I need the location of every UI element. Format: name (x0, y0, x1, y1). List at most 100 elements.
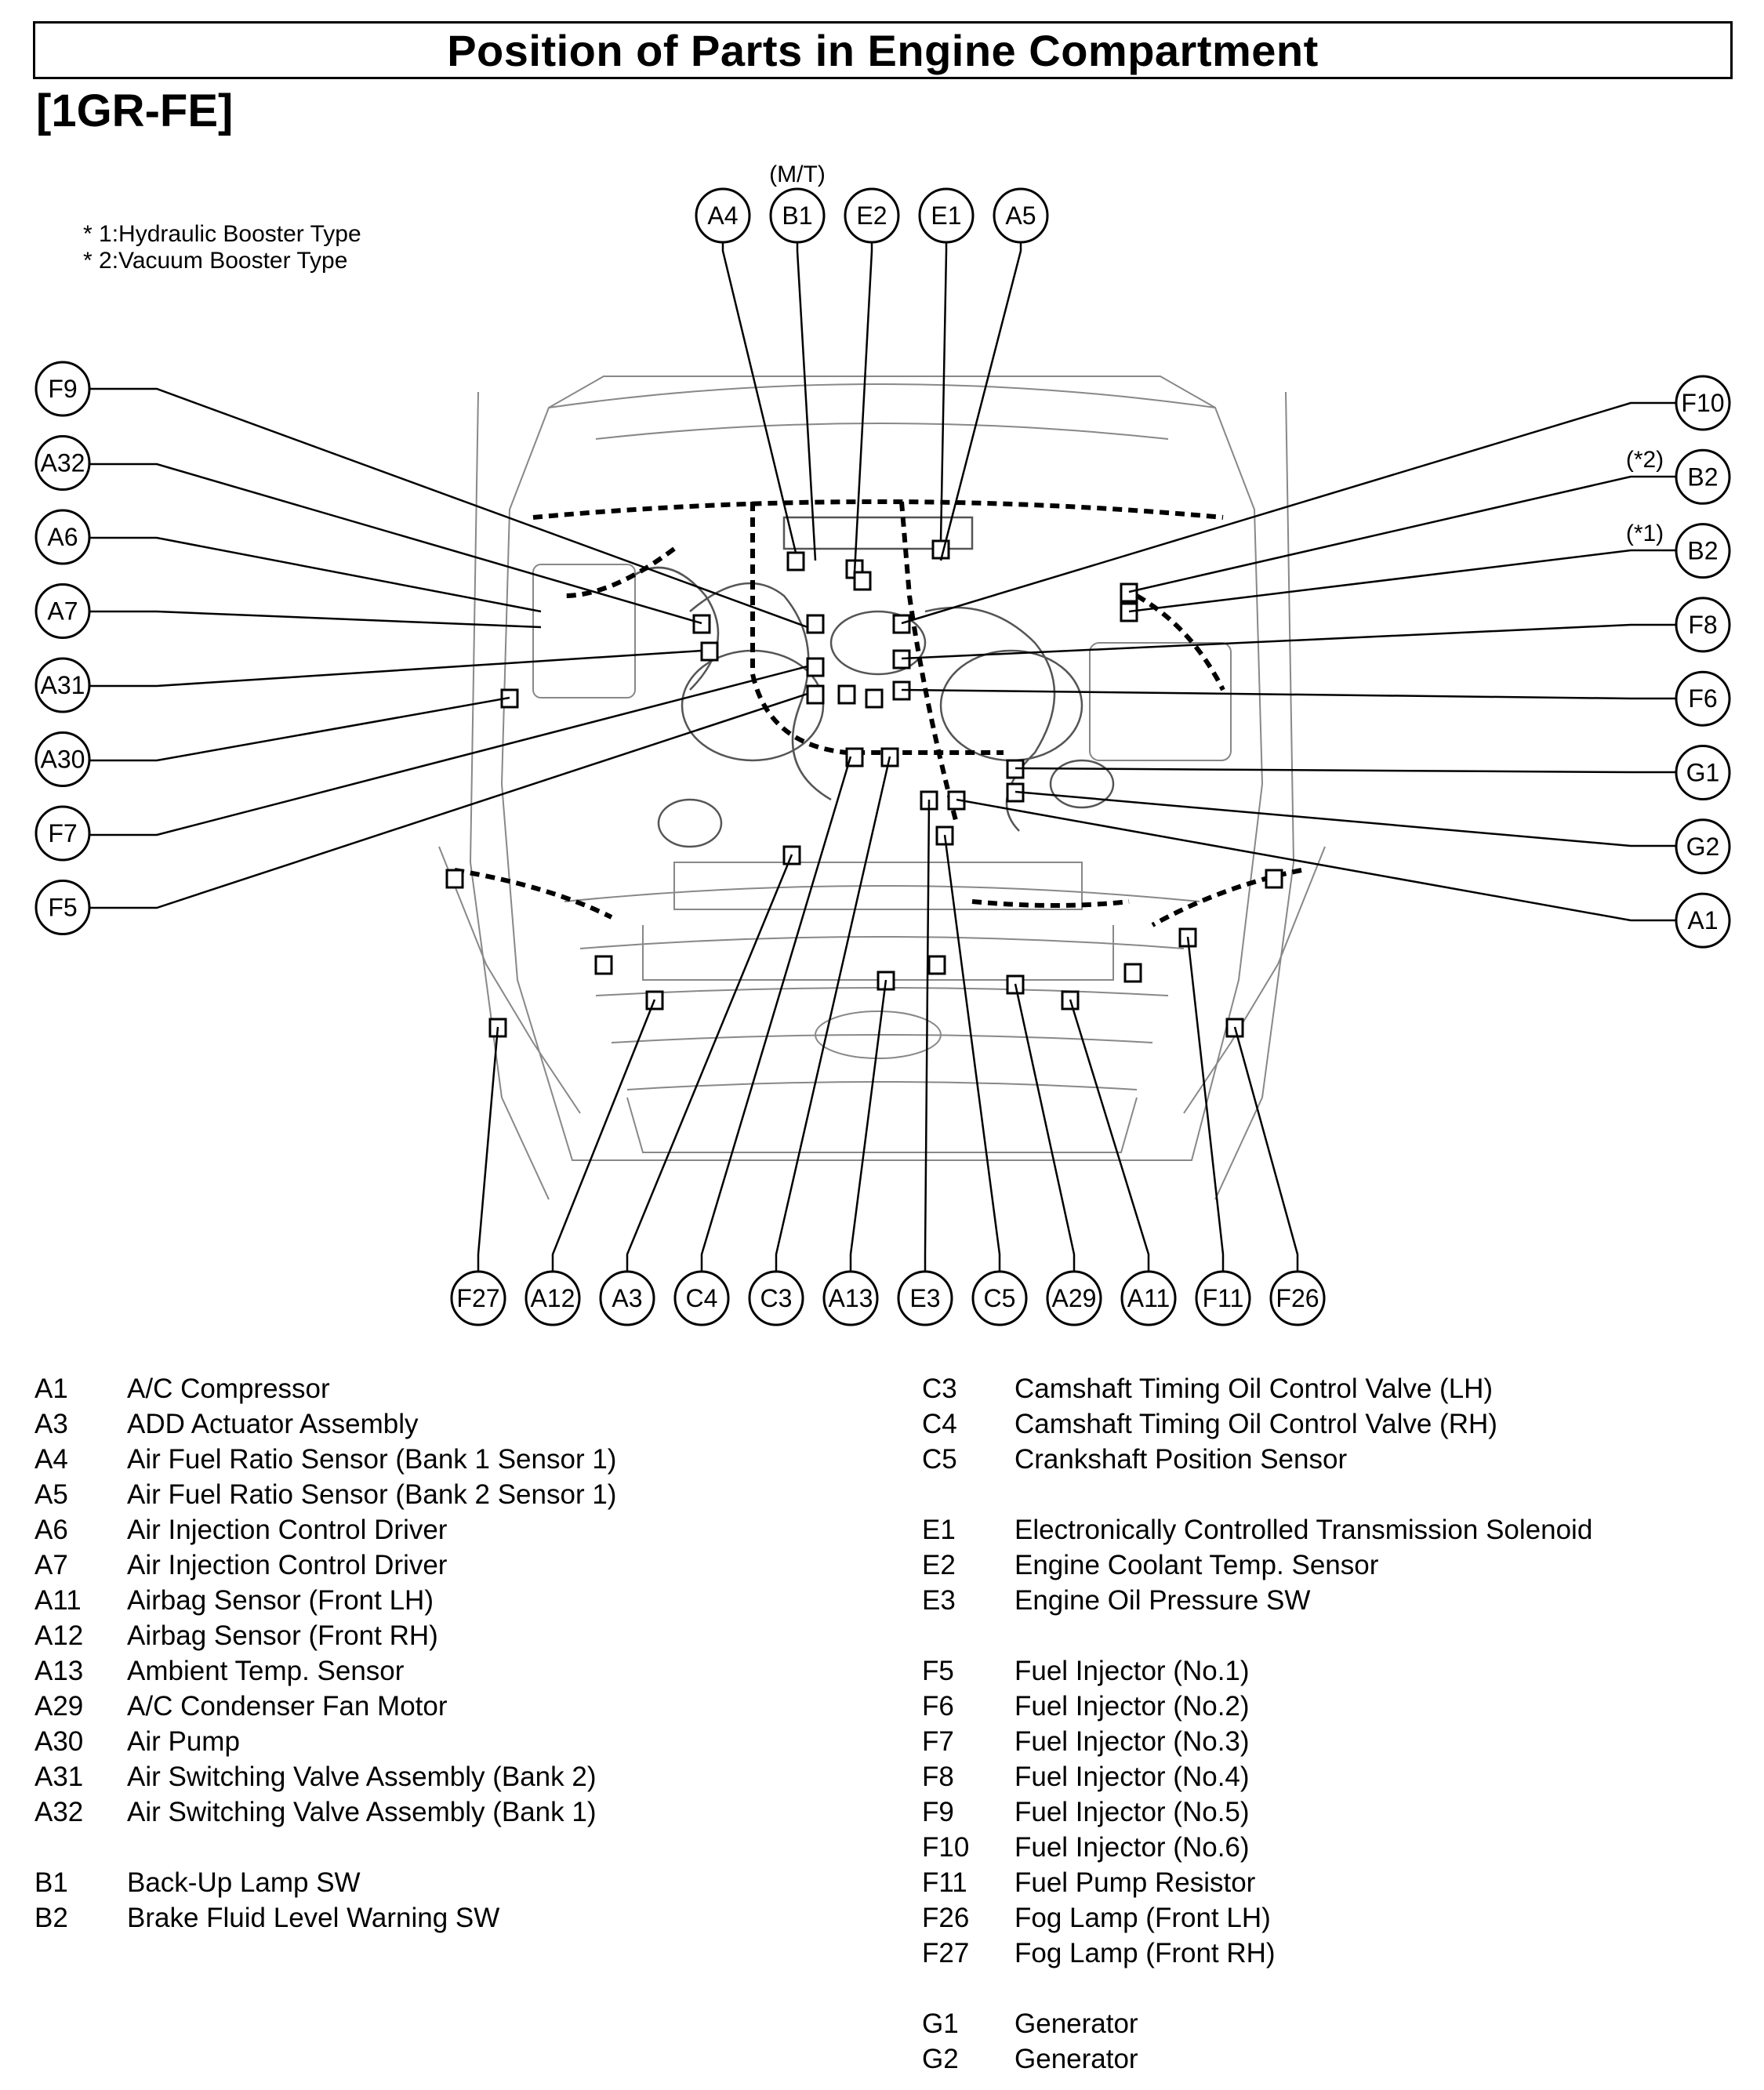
connector-marks (445, 539, 1283, 1038)
callout-label-g1: G1 (1686, 759, 1720, 787)
leader-a31 (90, 649, 702, 688)
leader-e1 (939, 240, 948, 542)
callout-circle-bottom-10 (1195, 1270, 1251, 1326)
legend-code: F9 (922, 1797, 954, 1827)
engine-detail-drawing (626, 516, 1115, 848)
callout-circle-top-4 (993, 187, 1049, 244)
legend-description: Airbag Sensor (Front RH) (127, 1620, 438, 1651)
callout-circle-bottom-6 (897, 1270, 953, 1326)
legend-code: A3 (34, 1409, 68, 1439)
callout-label-f6: F6 (1688, 684, 1717, 713)
legend-description: Brake Fluid Level Warning SW (127, 1903, 500, 1933)
callout-label-a11: A11 (1127, 1284, 1171, 1312)
leader-e3 (924, 799, 931, 1272)
legend-description: Air Switching Valve Assembly (Bank 1) (127, 1797, 597, 1827)
callout-label-a31: A31 (41, 671, 85, 699)
legend-description: Back-Up Lamp SW (127, 1867, 361, 1898)
leader-f27 (477, 1026, 499, 1272)
leader-c3 (775, 756, 891, 1272)
legend-code: A4 (34, 1444, 68, 1475)
leader-a4 (721, 240, 797, 553)
legend-description: Air Pump (127, 1726, 240, 1757)
callout-label-f9: F9 (48, 375, 77, 403)
legend-code: F8 (922, 1762, 954, 1792)
callout-label-b1: B1 (782, 201, 812, 230)
callout-label-a29: A29 (1052, 1284, 1097, 1312)
leader-f10 (901, 401, 1676, 625)
callout-label-a4: A4 (707, 201, 738, 230)
legend-code: G2 (922, 2044, 959, 2074)
callout-circle-bottom-5 (822, 1270, 879, 1326)
legend-description: Generator (1014, 2044, 1138, 2074)
legend-description: Fuel Injector (No.2) (1014, 1691, 1250, 1722)
leader-a12 (551, 999, 656, 1272)
callout-circle-left-6 (34, 805, 91, 862)
legend-code: F7 (922, 1726, 954, 1757)
leader-a1 (956, 798, 1676, 922)
callout-circle-bottom-3 (673, 1270, 730, 1326)
leader-g1 (1014, 767, 1676, 774)
legend-description: Air Injection Control Driver (127, 1550, 448, 1580)
callout-label-g2: G2 (1686, 833, 1720, 861)
callout-circle-left-2 (34, 509, 91, 565)
callout-label-c5: C5 (984, 1284, 1016, 1312)
callout-label-b2: B2 (1687, 537, 1718, 565)
callout-label-e3: E3 (909, 1284, 940, 1312)
leader-a30 (90, 696, 510, 762)
leader-g2 (1014, 790, 1676, 847)
legend-code: E2 (922, 1550, 956, 1580)
leader-f26 (1233, 1026, 1299, 1272)
leader-f11 (1186, 936, 1225, 1272)
engine-compartment-diagram: A4B1E2E1A5F9A32A6A7A31A30F7F5F10B2B2F8F6… (34, 161, 1731, 1326)
legend-code: A6 (34, 1515, 68, 1545)
legend-code: C5 (922, 1444, 957, 1475)
leader-e2 (853, 240, 873, 573)
legend-description: Engine Oil Pressure SW (1014, 1585, 1311, 1616)
legend-code: A30 (34, 1726, 84, 1757)
note-vacuum: * 2:Vacuum Booster Type (83, 248, 348, 274)
legend-code: F11 (922, 1867, 967, 1898)
leader-a32 (90, 463, 702, 625)
legend-code: F26 (922, 1903, 970, 1933)
leader-b2-vacuum (1128, 475, 1676, 593)
callout-circle-bottom-8 (1046, 1270, 1102, 1326)
leader-f5 (90, 692, 808, 909)
legend-code: B1 (34, 1867, 68, 1898)
legend-description: Air Fuel Ratio Sensor (Bank 2 Sensor 1) (127, 1479, 617, 1510)
booster-notes: * 1:Hydraulic Booster Type * 2:Vacuum Bo… (83, 221, 361, 274)
legend-code: A5 (34, 1479, 68, 1510)
legend-description: Airbag Sensor (Front LH) (127, 1585, 434, 1616)
legend-description: Air Injection Control Driver (127, 1515, 448, 1545)
legend-code: A7 (34, 1550, 68, 1580)
legend-description: Fog Lamp (Front LH) (1014, 1903, 1271, 1933)
page-title: Position of Parts in Engine Compartment (447, 25, 1319, 75)
leader-a7 (90, 610, 542, 629)
callout-circle-bottom-9 (1120, 1270, 1177, 1326)
callout-circle-right-1 (1675, 448, 1731, 505)
legend-code: G1 (922, 2008, 959, 2039)
legend-code: F27 (922, 1938, 970, 1968)
legend-code: E1 (922, 1515, 956, 1545)
callout-label-f10: F10 (1681, 389, 1724, 417)
callout-circle-bottom-2 (599, 1270, 655, 1326)
callout-label-a7: A7 (47, 597, 78, 626)
harness-drawing (454, 499, 1302, 927)
callout-label-a1: A1 (1687, 906, 1718, 934)
legend-description: Fuel Injector (No.6) (1014, 1832, 1250, 1863)
leader-b1 (796, 240, 817, 561)
leader-a6 (90, 536, 542, 613)
leader-f6 (901, 688, 1676, 700)
callout-label-f8: F8 (1688, 611, 1717, 639)
leader-lines (90, 240, 1676, 1272)
callout-circle-left-3 (34, 583, 91, 639)
legend-code: A29 (34, 1691, 84, 1722)
legend-code: A13 (34, 1656, 84, 1686)
legend-description: Fog Lamp (Front RH) (1014, 1938, 1276, 1968)
leader-f7 (90, 665, 808, 836)
legend-code: A1 (34, 1373, 68, 1404)
legend-description: Fuel Injector (No.4) (1014, 1762, 1250, 1792)
legend-code: C4 (922, 1409, 957, 1439)
callout-circle-right-7 (1675, 892, 1731, 949)
legend-code: A12 (34, 1620, 84, 1651)
callout-label-b2: B2 (1687, 463, 1718, 491)
